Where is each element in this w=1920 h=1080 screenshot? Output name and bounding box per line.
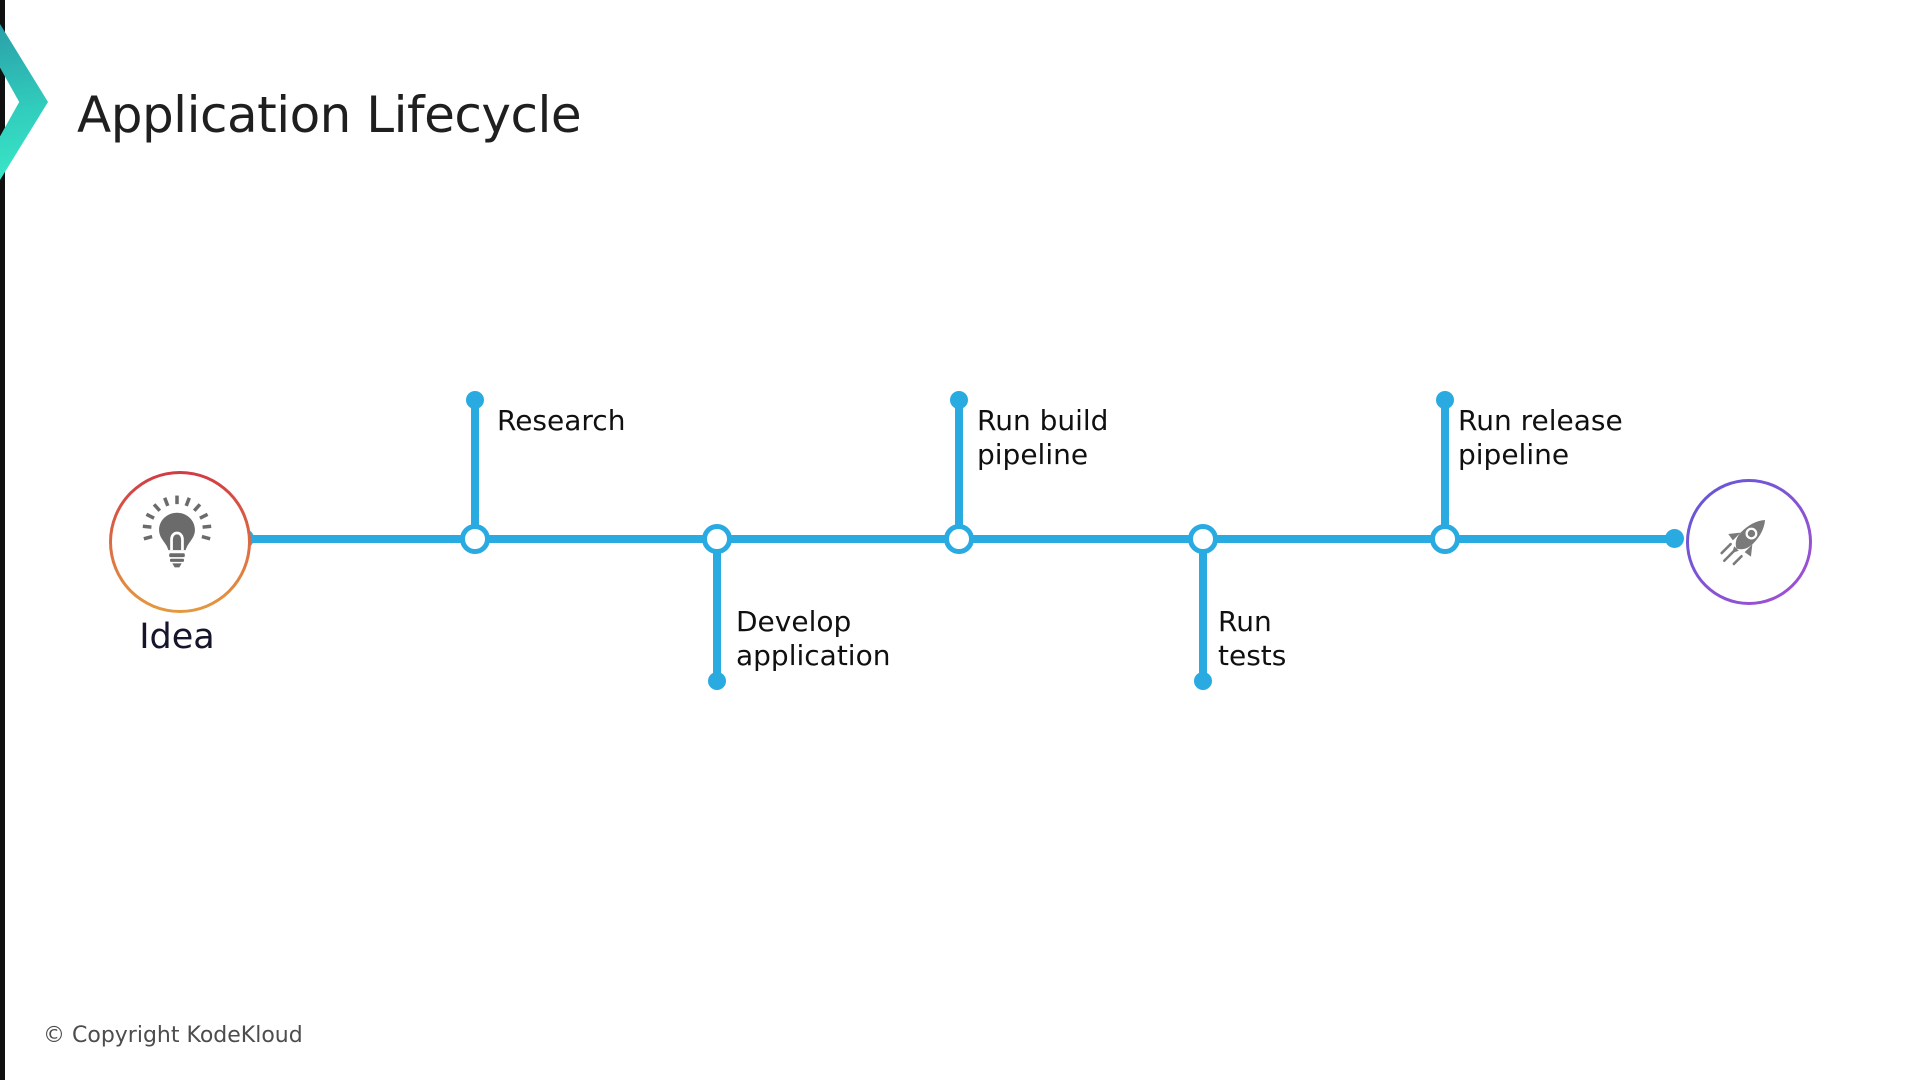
connector-dot	[950, 391, 968, 409]
connector-dot	[466, 391, 484, 409]
connector-line	[955, 400, 963, 539]
timeline-node	[1188, 524, 1218, 554]
timeline-node	[460, 524, 490, 554]
timeline-node	[1430, 524, 1460, 554]
connector-dot	[1194, 672, 1212, 690]
milestone-label: Research	[497, 404, 626, 437]
kodekloud-chevron-logo-icon	[0, 24, 48, 180]
timeline-node	[944, 524, 974, 554]
left-edge-strip	[0, 0, 5, 1080]
connector-line	[471, 400, 479, 539]
connector-line	[1441, 400, 1449, 539]
timeline-end-dot	[1665, 529, 1684, 548]
connector-line	[1199, 539, 1207, 680]
copyright-text: © Copyright KodeKloud	[43, 1023, 303, 1048]
timeline-node	[702, 524, 732, 554]
idea-label: Idea	[139, 617, 215, 657]
rocket-icon	[1720, 519, 1766, 566]
connector-line	[713, 539, 721, 680]
milestone-label: Run build pipeline	[977, 404, 1109, 471]
milestone-label: Develop application	[736, 605, 891, 672]
milestone-label: Run release pipeline	[1458, 404, 1623, 471]
connector-dot	[1436, 391, 1454, 409]
lightbulb-icon	[142, 495, 212, 568]
milestone-label: Run tests	[1218, 605, 1287, 672]
connector-dot	[708, 672, 726, 690]
page-title: Application Lifecycle	[77, 86, 582, 144]
